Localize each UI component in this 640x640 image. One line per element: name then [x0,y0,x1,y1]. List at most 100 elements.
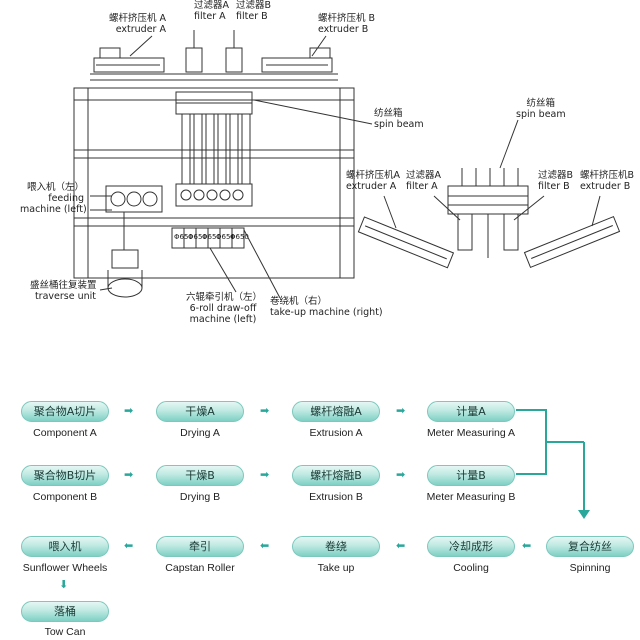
filter-b-drawing [225,47,243,73]
label-traverse-unit: 盛丝桶往复装置 traverse unit [30,280,97,302]
arrow-left-2: ⬅ [260,540,270,552]
caption-take-up: Take up [317,562,355,574]
traverse-unit-drawing [107,212,143,298]
label-filter-a-right-zh: 过滤器A [406,170,441,181]
step-component-a: 聚合物A切片 [21,401,109,422]
label-extruder-a-top-en: extruder A [115,24,166,35]
label-draw-off-en1: 6-roll draw-off [189,303,257,314]
label-extruder-a-right-en: extruder A [346,181,397,192]
step-extrusion-b: 螺杆熔融B [292,465,380,486]
label-take-up: 卷绕机（右） take-up machine (right) [270,296,383,318]
caption-tow-can: Tow Can [44,626,86,638]
caption-spinning: Spinning [569,562,611,574]
label-filter-b-right-en: filter B [538,181,570,192]
label-extruder-b-right: 螺杆挤压机B extruder B [580,170,634,192]
feeding-machine-drawing [105,185,163,213]
label-spin-beam-right-en: spin beam [516,109,566,120]
extruder-b-top-drawing [261,47,333,73]
label-filter-a-top-zh: 过滤器A [194,0,229,11]
step-cooling: 冷却成形 [427,536,515,557]
label-extruder-b-right-en: extruder B [580,181,631,192]
roller-row [175,183,253,207]
meter-merge-connector [516,409,585,512]
label-filter-b-right-zh: 过滤器B [538,170,574,181]
step-component-b: 聚合物B切片 [21,465,109,486]
arrow-down-1: ⬇ [59,579,69,591]
arrow-right-6: ➡ [396,469,406,481]
step-capstan-roller: 牵引 [156,536,244,557]
caption-meter-b: Meter Measuring B [426,491,516,503]
roll-label-4: Φ650 [216,233,235,241]
roll-label-2: Φ650 [188,233,207,241]
roll-label-5: Φ650 [230,233,249,241]
caption-extrusion-a: Extrusion A [309,427,363,439]
roll-label-3: Φ650 [202,233,221,241]
main-frame [73,73,355,279]
arrow-right-5: ➡ [260,469,270,481]
label-spin-beam-right-zh: 纺丝箱 [526,98,556,109]
side-view-drawing [357,119,621,269]
step-drying-b: 干燥B [156,465,244,486]
filter-a-drawing [185,47,203,73]
label-draw-off-zh: 六辊牵引机（左） [186,292,263,303]
arrow-right-3: ➡ [396,405,406,417]
quench-columns [181,113,251,185]
label-take-up-zh: 卷绕机（右） [270,296,328,307]
step-meter-a: 计量A [427,401,515,422]
label-filter-a-right: 过滤器A filter A [406,170,441,192]
arrow-right-2: ➡ [260,405,270,417]
label-extruder-a-top-zh: 螺杆挤压机 A [108,13,166,24]
label-filter-b-top: 过滤器B filter B [236,0,271,22]
label-extruder-a-right: 螺杆挤压机A extruder A [346,170,400,192]
step-sunflower-wheels: 喂入机 [21,536,109,557]
label-extruder-a-top: 螺杆挤压机 A extruder A [104,13,166,35]
caption-sunflower-wheels: Sunflower Wheels [22,562,108,574]
step-take-up: 卷绕 [292,536,380,557]
label-feeding-machine-en1: feeding [48,193,84,204]
caption-meter-a: Meter Measuring A [426,427,516,439]
label-feeding-machine-en2: machine (left) [20,204,87,215]
caption-drying-b: Drying B [179,491,221,503]
label-filter-a-right-en: filter A [406,181,438,192]
caption-component-b: Component B [32,491,98,503]
caption-extrusion-b: Extrusion B [309,491,363,503]
step-drying-a: 干燥A [156,401,244,422]
label-feeding-machine-zh: 喂入机（左） [26,182,84,193]
caption-capstan-roller: Capstan Roller [165,562,235,574]
label-extruder-b-top: 螺杆挤压机 B extruder B [318,13,375,35]
extruder-a-top-drawing [93,47,165,73]
caption-cooling: Cooling [453,562,489,574]
label-filter-b-right: 过滤器B filter B [538,170,573,192]
step-spinning: 复合纺丝 [546,536,634,557]
label-draw-off-en2: machine (left) [189,314,257,325]
caption-component-a: Component A [33,427,97,439]
label-filter-b-top-zh: 过滤器B [236,0,272,11]
label-filter-b-top-en: filter B [236,11,268,22]
label-spin-beam-right: 纺丝箱 spin beam [516,98,566,120]
roll-label-1: Φ650 [174,233,193,241]
caption-drying-a: Drying A [180,427,220,439]
label-feeding-machine: 喂入机（左） feeding machine (left) [20,182,87,215]
arrow-right-4: ➡ [124,469,134,481]
step-tow-can: 落桶 [21,601,109,622]
label-extruder-b-right-zh: 螺杆挤压机B [580,170,635,181]
label-filter-a-top: 过滤器A filter A [194,0,229,22]
arrow-left-3: ⬅ [396,540,406,552]
arrow-to-spinning [578,510,590,519]
label-filter-a-top-en: filter A [194,11,226,22]
machine-drawing [73,30,621,299]
label-spin-beam-left-zh: 纺丝箱 [374,108,403,119]
arrow-left-4: ⬅ [522,540,532,552]
arrow-right-1: ➡ [124,405,134,417]
label-extruder-b-top-zh: 螺杆挤压机 B [318,13,376,24]
label-draw-off: 六辊牵引机（左） 6-roll draw-off machine (left) [186,292,263,325]
step-extrusion-a: 螺杆熔融A [292,401,380,422]
spin-beam-drawing [175,91,253,115]
arrow-left-1: ⬅ [124,540,134,552]
label-extruder-a-right-zh: 螺杆挤压机A [346,170,400,181]
label-traverse-unit-zh: 盛丝桶往复装置 [30,280,97,291]
label-spin-beam-left-en: spin beam [374,119,424,130]
label-extruder-b-top-en: extruder B [318,24,369,35]
label-take-up-en: take-up machine (right) [270,307,383,318]
label-spin-beam-left: 纺丝箱 spin beam [374,108,424,130]
